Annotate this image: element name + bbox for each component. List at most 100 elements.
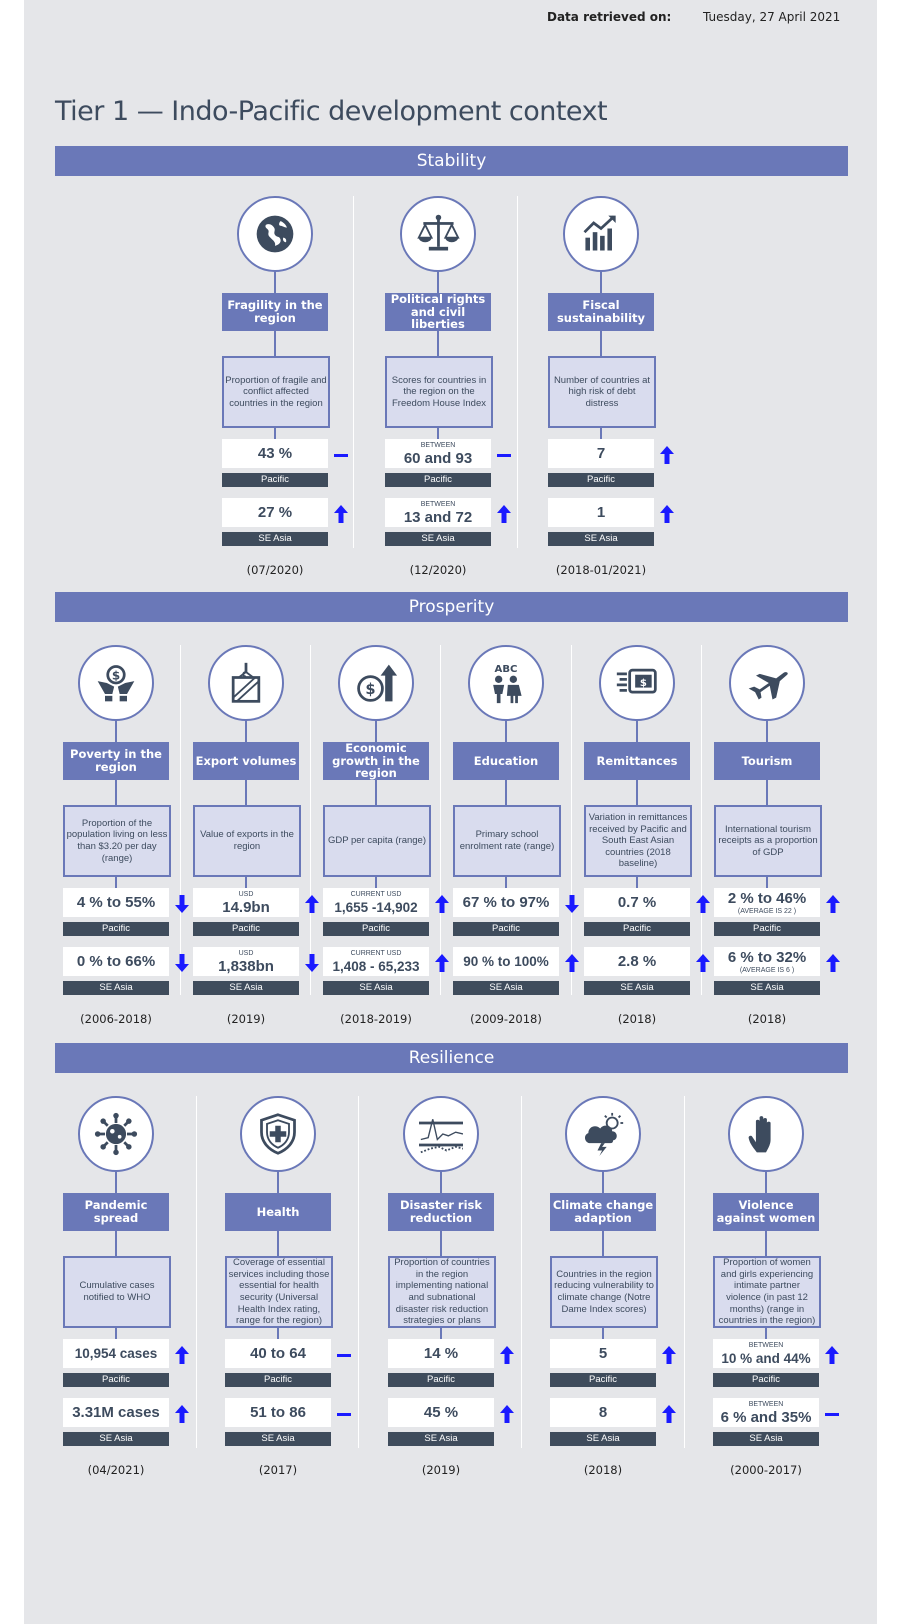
pacific-region-label: Pacific	[714, 922, 820, 936]
indicator-description: Variation in remittances received by Pac…	[584, 805, 692, 877]
seasia-region-label: SE Asia	[63, 1432, 169, 1446]
pacific-region-label: Pacific	[388, 1373, 494, 1387]
connector-line	[440, 1328, 442, 1340]
indicator-description: Value of exports in the region	[193, 805, 301, 877]
seasia-region-label: SE Asia	[225, 1432, 331, 1446]
pacific-value-box: 7	[548, 439, 654, 468]
virus-icon	[94, 1112, 138, 1156]
value-prefix: CURRENT USD	[350, 891, 402, 898]
seasia-region-label: SE Asia	[388, 1432, 494, 1446]
connector-line	[245, 719, 247, 744]
indicator-icon-circle: ABC	[468, 645, 544, 721]
connector-line	[277, 1328, 279, 1340]
indicator-title: Pandemic spread	[63, 1193, 169, 1231]
column-divider	[517, 196, 518, 548]
connector-line	[245, 780, 247, 807]
indicator-icon-circle	[237, 196, 313, 272]
indicator-period: (2019)	[226, 1012, 266, 1026]
connector-line	[115, 719, 117, 744]
svg-text:$: $	[112, 668, 120, 682]
connector-line	[766, 719, 768, 744]
connector-line	[766, 877, 768, 889]
seasia-value-box: 90 % to 100%	[453, 947, 559, 976]
connector-line	[600, 331, 602, 358]
section-banner-prosperity: Prosperity	[55, 592, 848, 622]
column-divider	[440, 645, 441, 995]
trend-up-arrow-icon	[660, 446, 674, 464]
connector-line	[115, 1231, 117, 1258]
indicator-description: Scores for countries in the region on th…	[385, 356, 493, 428]
value-text: 3.31M cases	[72, 1404, 160, 1421]
trend-down-arrow-icon	[175, 954, 189, 972]
seasia-value-box: 51 to 86	[225, 1398, 331, 1427]
pacific-value-box: 10,954 cases	[63, 1339, 169, 1368]
indicator-icon-circle: $	[338, 645, 414, 721]
column-divider	[521, 1096, 522, 1448]
connector-line	[437, 428, 439, 440]
seasia-region-label: SE Asia	[385, 532, 491, 546]
connector-line	[274, 331, 276, 358]
indicator-title: Fragility in the region	[222, 293, 328, 331]
connector-line	[437, 270, 439, 295]
page-title: Tier 1 — Indo-Pacific development contex…	[55, 96, 608, 127]
connector-line	[277, 1231, 279, 1258]
connector-line	[766, 780, 768, 807]
trend-up-arrow-icon	[826, 895, 840, 913]
seasia-region-label: SE Asia	[323, 981, 429, 995]
connector-line	[245, 877, 247, 889]
section-banner-resilience: Resilience	[55, 1043, 848, 1073]
indicator-description: International tourism receipts as a prop…	[714, 805, 822, 877]
indicator-title: Fiscal sustainability	[548, 293, 654, 331]
pacific-value-box: 43 %	[222, 439, 328, 468]
connector-line	[765, 1170, 767, 1195]
connector-line	[505, 877, 507, 889]
value-text: 5	[598, 1345, 608, 1362]
money-transfer-icon: $	[616, 668, 657, 694]
indicator-title: Education	[453, 742, 559, 780]
connector-line	[274, 270, 276, 295]
storm-cloud-icon	[585, 1112, 624, 1156]
value-text: 1,408 - 65,233	[332, 959, 420, 974]
connector-line	[115, 780, 117, 807]
value-text: 1,838bn	[218, 958, 274, 975]
indicator-period: (07/2020)	[246, 563, 304, 577]
column-divider	[196, 1096, 197, 1448]
indicator-period: (2018-01/2021)	[555, 563, 647, 577]
column-divider	[310, 645, 311, 995]
trend-up-arrow-icon	[696, 954, 710, 972]
value-text: 13 and 72	[403, 509, 473, 526]
connector-line	[274, 428, 276, 440]
indicator-period: (2019)	[421, 1463, 461, 1477]
connector-line	[375, 780, 377, 807]
indicator-period: (2017)	[258, 1463, 298, 1477]
value-text: 51 to 86	[250, 1404, 306, 1421]
column-divider	[684, 1096, 685, 1448]
chart-icon	[583, 215, 616, 251]
trend-up-arrow-icon	[175, 1405, 189, 1423]
seasia-value-box: 1	[548, 498, 654, 527]
indicator-title: Remittances	[584, 742, 690, 780]
connector-line	[636, 780, 638, 807]
connector-line	[602, 1170, 604, 1195]
section-banner-stability: Stability	[55, 146, 848, 176]
column-divider	[180, 645, 181, 995]
indicator-title: Disaster risk reduction	[388, 1193, 494, 1231]
seasia-region-label: SE Asia	[548, 532, 654, 546]
connector-line	[602, 1231, 604, 1258]
pacific-value-box: 14 %	[388, 1339, 494, 1368]
trend-up-arrow-icon	[435, 954, 449, 972]
value-text: 27 %	[257, 504, 293, 521]
indicator-description: Countries in the region reducing vulnera…	[550, 1256, 658, 1328]
pacific-region-label: Pacific	[550, 1373, 656, 1387]
value-text: 6 % to 32%	[727, 949, 807, 966]
trend-up-arrow-icon	[500, 1405, 514, 1423]
indicator-description: Proportion of the population living on l…	[63, 805, 171, 877]
